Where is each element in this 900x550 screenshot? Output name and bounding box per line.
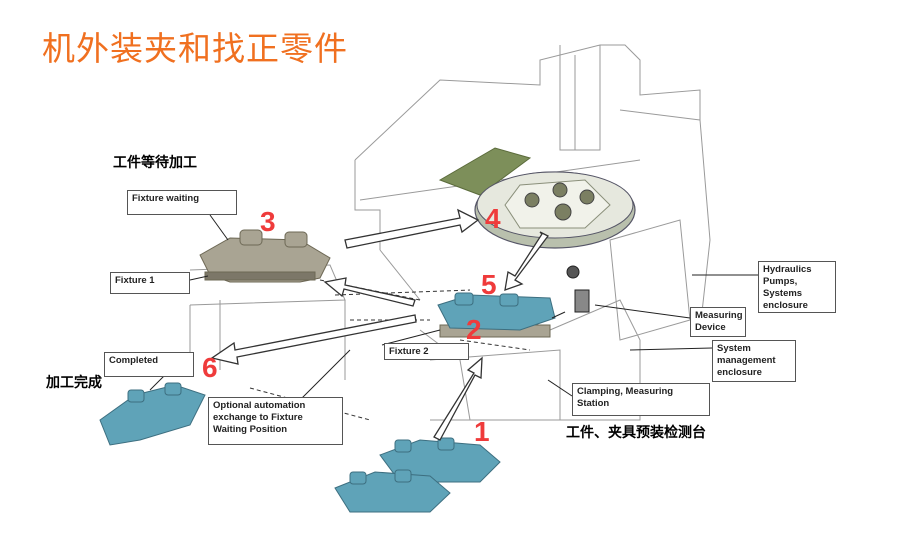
callout-hydraulics: Hydraulics Pumps, Systems enclosure (758, 261, 836, 313)
callout-measuring-device: Measuring Device (690, 307, 746, 337)
callout-fixture-1: Fixture 1 (110, 272, 190, 294)
arrow-4-to-5 (504, 231, 549, 291)
label-waiting-cn: 工件等待加工 (113, 155, 197, 171)
step-number-5: 5 (481, 269, 497, 300)
fixture-2-parts (437, 292, 556, 338)
page-title: 机外装夹和找正零件 (42, 29, 348, 68)
callout-fixture-2: Fixture 2 (384, 343, 469, 360)
callout-clamping-station: Clamping, Measuring Station (572, 383, 710, 416)
step-number-6: 6 (202, 352, 218, 383)
arrow-1-to-2 (433, 356, 483, 441)
step-number-4: 4 (485, 203, 501, 234)
step-number-3: 3 (260, 206, 276, 237)
flow-arrows (210, 208, 549, 441)
arrow-to-6 (210, 314, 417, 365)
incoming-parts (334, 437, 501, 513)
label-station-cn: 工件、夹具预装检测台 (566, 425, 706, 441)
pallet-changer (474, 171, 636, 249)
callout-optional-automation: Optional automation exchange to Fixture … (208, 397, 343, 445)
arrow-to-3 (323, 277, 416, 307)
step-number-2: 2 (466, 314, 482, 345)
arrow-3-to-4 (344, 208, 480, 249)
completed-part (99, 382, 206, 446)
callout-completed: Completed (104, 352, 194, 377)
leader-lines (149, 214, 758, 401)
callout-fixture-waiting: Fixture waiting (127, 190, 237, 215)
pallet-plate (438, 147, 532, 196)
callout-system-management: System management enclosure (712, 340, 796, 382)
step-number-1: 1 (474, 416, 490, 447)
measuring-device (566, 265, 590, 313)
fixture-waiting-part (199, 229, 331, 283)
label-completed-cn: 加工完成 (46, 375, 102, 391)
